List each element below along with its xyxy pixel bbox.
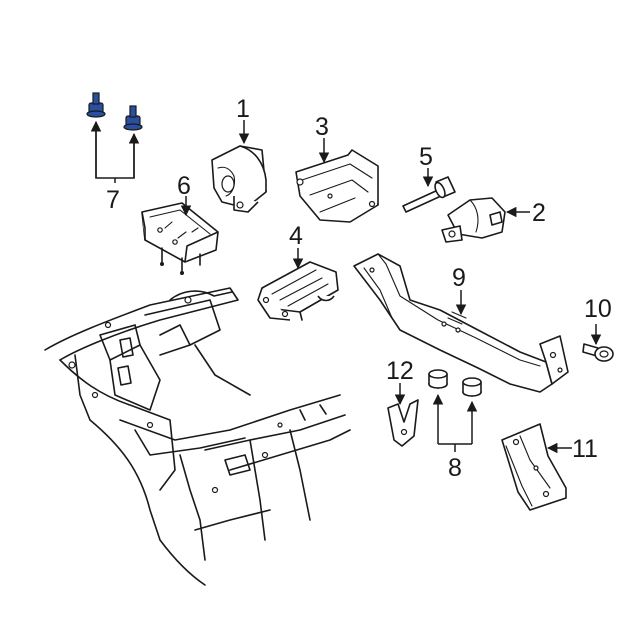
callout-8: 8 (448, 454, 462, 482)
part-6-mount-bracket[interactable] (141, 202, 219, 275)
callout-8-leader (432, 393, 478, 452)
vehicle-frame-rail (44, 287, 351, 586)
part-9-transmission-crossmember[interactable] (353, 253, 569, 393)
part-12-bracket[interactable] (387, 399, 419, 447)
callout-7-leader (90, 120, 140, 183)
part-2-transmission-mount[interactable] (441, 197, 506, 243)
callout-10: 10 (584, 295, 612, 323)
callout-7: 7 (106, 186, 120, 214)
part-11-support-bracket[interactable] (501, 423, 567, 511)
callout-1: 1 (236, 95, 250, 123)
callout-12: 12 (386, 357, 414, 385)
part-3-mount-heat-shield[interactable] (295, 149, 379, 223)
part-5-through-bolt[interactable] (402, 176, 456, 213)
callout-3: 3 (315, 113, 329, 141)
part-1-engine-mount[interactable] (211, 145, 267, 213)
callout-4: 4 (289, 222, 303, 250)
part-4-mount-bracket[interactable] (257, 261, 339, 321)
part-8-bushing-pair[interactable] (428, 369, 482, 397)
callout-5: 5 (419, 143, 433, 171)
callout-6: 6 (177, 172, 191, 200)
callout-2: 2 (532, 199, 546, 227)
callout-11: 11 (572, 435, 598, 463)
part-10-crossmember-bolt[interactable] (582, 343, 614, 362)
callout-9: 9 (452, 264, 466, 292)
mount-bolt-pair[interactable] (86, 92, 143, 131)
